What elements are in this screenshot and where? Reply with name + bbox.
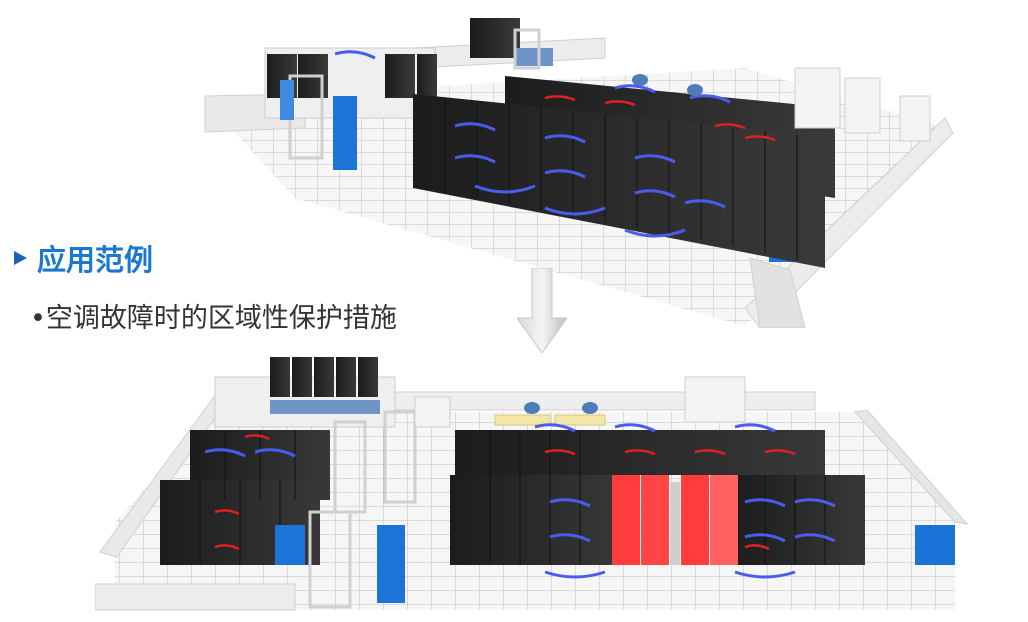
desk xyxy=(494,414,606,426)
crac-unit xyxy=(275,525,955,603)
wall xyxy=(854,409,969,525)
door-frame xyxy=(308,410,417,609)
cold-airflow xyxy=(204,423,836,579)
rack-group-back xyxy=(270,357,380,414)
rack-row-back xyxy=(455,430,825,475)
cabinet xyxy=(794,67,931,142)
rack-row-front xyxy=(413,94,825,268)
datacenter-scene-normal xyxy=(204,18,954,328)
rack-row-front xyxy=(450,475,865,565)
wall xyxy=(95,583,296,611)
failed-unit-group xyxy=(612,475,738,565)
hot-airflow xyxy=(544,95,776,142)
chair xyxy=(524,402,598,414)
chair xyxy=(632,74,703,96)
heading-label: 应用范例 xyxy=(37,243,154,277)
datacenter-scene-failure xyxy=(95,357,969,611)
rack-group-back xyxy=(470,18,553,66)
triangle-bullet-icon xyxy=(14,251,27,265)
bullet-text: •空调故障时的区域性保护措施 xyxy=(30,303,397,334)
down-arrow-icon xyxy=(517,268,567,353)
wall xyxy=(749,257,806,328)
cabinet xyxy=(414,376,746,428)
cold-airflow xyxy=(334,50,731,238)
section-heading: 应用范例 xyxy=(14,238,153,278)
hot-airflow xyxy=(214,434,796,551)
wall xyxy=(744,117,954,328)
